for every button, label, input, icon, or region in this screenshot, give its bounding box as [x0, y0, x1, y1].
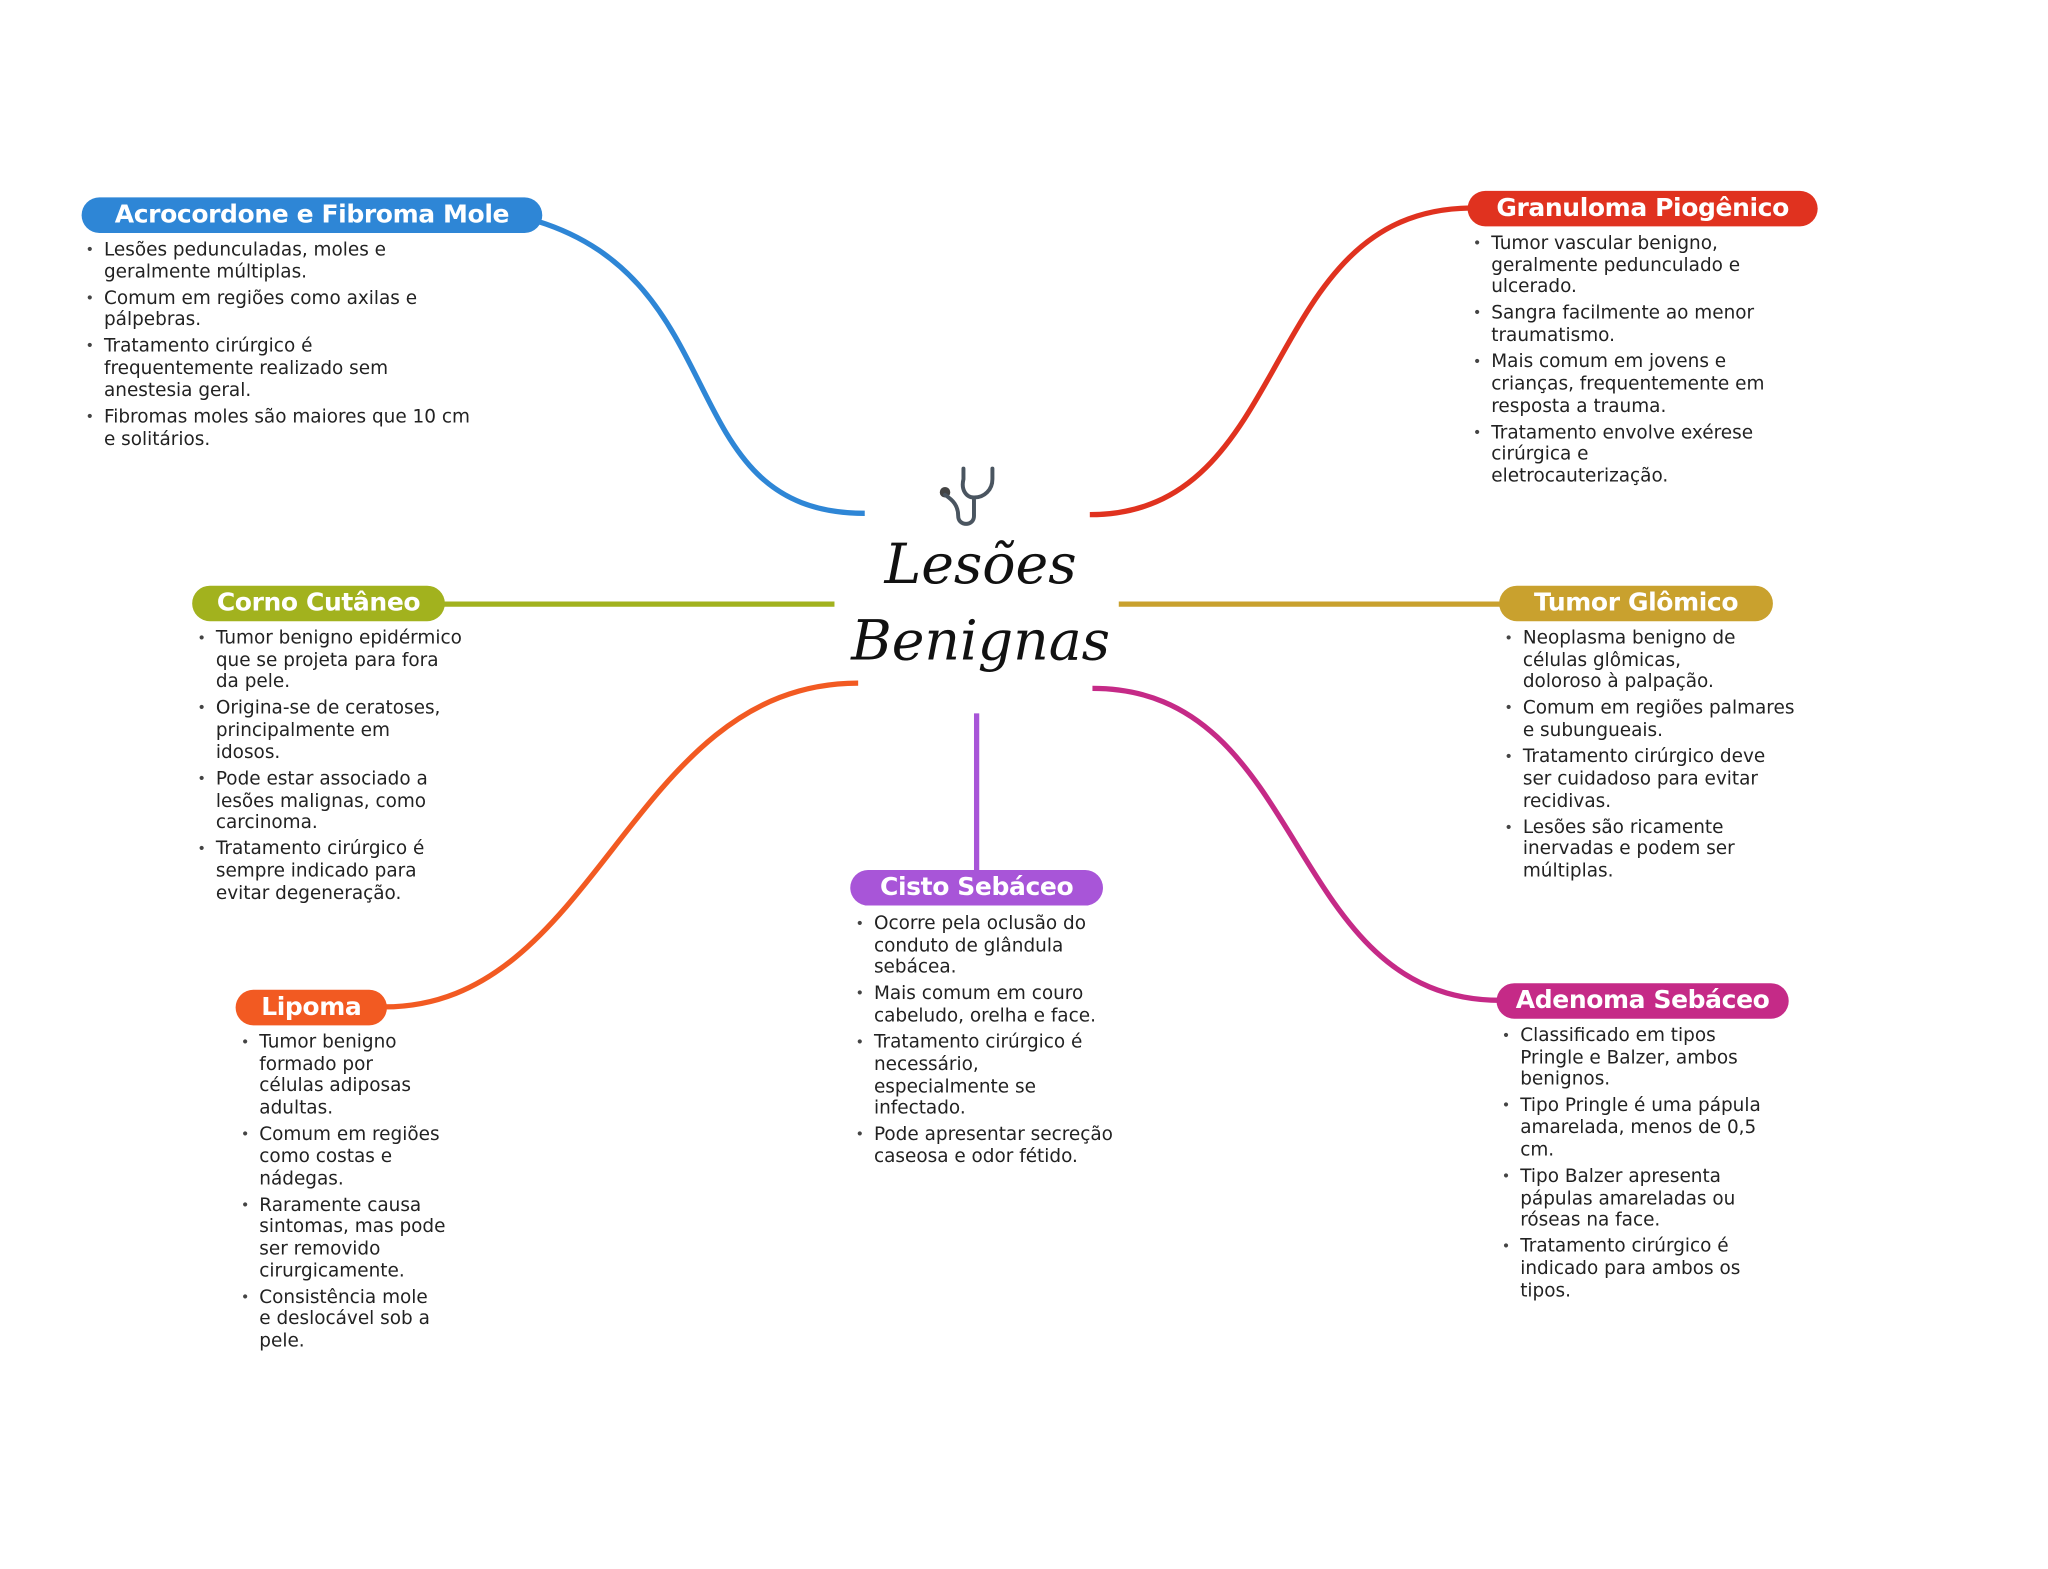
- adenoma-list: Classificado em tipos Pringle e Balzer, …: [1502, 1025, 1761, 1306]
- list-item: Comum em regiões como costas e nádegas.: [241, 1124, 446, 1190]
- list-item: Tumor benigno formado por células adipos…: [241, 1032, 446, 1120]
- list-item: Tumor vascular benigno, geralmente pedun…: [1473, 233, 1765, 299]
- title-line-1: Lesões: [884, 531, 1077, 597]
- list-item: Fibromas moles são maiores que 10 cm e s…: [86, 406, 470, 450]
- list-item: Comum em regiões palmares e subungueais.: [1504, 698, 1794, 742]
- list-item: Tumor benigno epidérmico que se projeta …: [197, 628, 461, 694]
- list-item: Sangra facilmente ao menor traumatismo.: [1473, 303, 1765, 347]
- topic-granuloma[interactable]: Granuloma Piogênico: [1467, 190, 1818, 227]
- list-item: Origina-se de ceratoses, principalmente …: [197, 698, 461, 764]
- corno-list: Tumor benigno epidérmico que se projeta …: [197, 628, 461, 909]
- stethoscope-icon: [939, 466, 995, 526]
- granuloma-list: Tumor vascular benigno, geralmente pedun…: [1473, 233, 1765, 492]
- list-item: Mais comum em couro cabeludo, orelha e f…: [856, 984, 1113, 1028]
- list-item: Lesões são ricamente inervadas e podem s…: [1504, 817, 1794, 883]
- list-item: Comum em regiões como axilas e pálpebras…: [86, 288, 470, 332]
- topic-lipoma[interactable]: Lipoma: [235, 989, 387, 1026]
- list-item: Tratamento cirúrgico é frequentemente re…: [86, 336, 470, 402]
- list-item: Tipo Balzer apresenta pápulas amareladas…: [1502, 1166, 1761, 1232]
- central-topic: Lesões Benignas: [842, 526, 1118, 679]
- topic-adenoma-sebaceo[interactable]: Adenoma Sebáceo: [1496, 983, 1789, 1019]
- list-item: Raramente causa sintomas, mas pode ser r…: [241, 1194, 446, 1282]
- topic-cisto-sebaceo[interactable]: Cisto Sebáceo: [850, 870, 1103, 906]
- topic-acrocordone[interactable]: Acrocordone e Fibroma Mole: [81, 197, 543, 233]
- link-adenoma: [1092, 685, 1501, 1003]
- lipoma-list: Tumor benigno formado por células adipos…: [241, 1032, 446, 1357]
- link-lipoma: [384, 680, 859, 1010]
- list-item: Tratamento cirúrgico é necessário, espec…: [856, 1032, 1113, 1120]
- glomico-list: Neoplasma benigno de células glômicas, d…: [1504, 628, 1794, 887]
- link-granuloma: [1089, 205, 1471, 518]
- list-item: Ocorre pela oclusão do conduto de glându…: [856, 913, 1113, 979]
- acrocordone-list: Lesões pedunculadas, moles e geralmente …: [86, 240, 470, 455]
- title-line-2: Benignas: [851, 608, 1111, 673]
- topic-tumor-glomico[interactable]: Tumor Glômico: [1499, 585, 1773, 622]
- list-item: Tipo Pringle é uma pápula amarelada, men…: [1502, 1096, 1761, 1162]
- link-acrocordone: [536, 218, 865, 516]
- list-item: Classificado em tipos Pringle e Balzer, …: [1502, 1025, 1761, 1091]
- list-item: Tratamento cirúrgico é sempre indicado p…: [197, 839, 461, 905]
- list-item: Consistência mole e deslocável sob a pel…: [241, 1287, 446, 1353]
- list-item: Tratamento cirúrgico é indicado para amb…: [1502, 1236, 1761, 1302]
- list-item: Lesões pedunculadas, moles e geralmente …: [86, 240, 470, 284]
- list-item: Tratamento envolve exérese cirúrgica e e…: [1473, 422, 1765, 488]
- list-item: Mais comum em jovens e crianças, frequen…: [1473, 352, 1765, 418]
- list-item: Pode apresentar secreção caseosa e odor …: [856, 1124, 1113, 1168]
- list-item: Neoplasma benigno de células glômicas, d…: [1504, 628, 1794, 694]
- list-item: Tratamento cirúrgico deve ser cuidadoso …: [1504, 746, 1794, 812]
- topic-corno-cutaneo[interactable]: Corno Cutâneo: [192, 585, 445, 622]
- cisto-list: Ocorre pela oclusão do conduto de glându…: [856, 913, 1113, 1172]
- list-item: Pode estar associado a lesões malignas, …: [197, 768, 461, 834]
